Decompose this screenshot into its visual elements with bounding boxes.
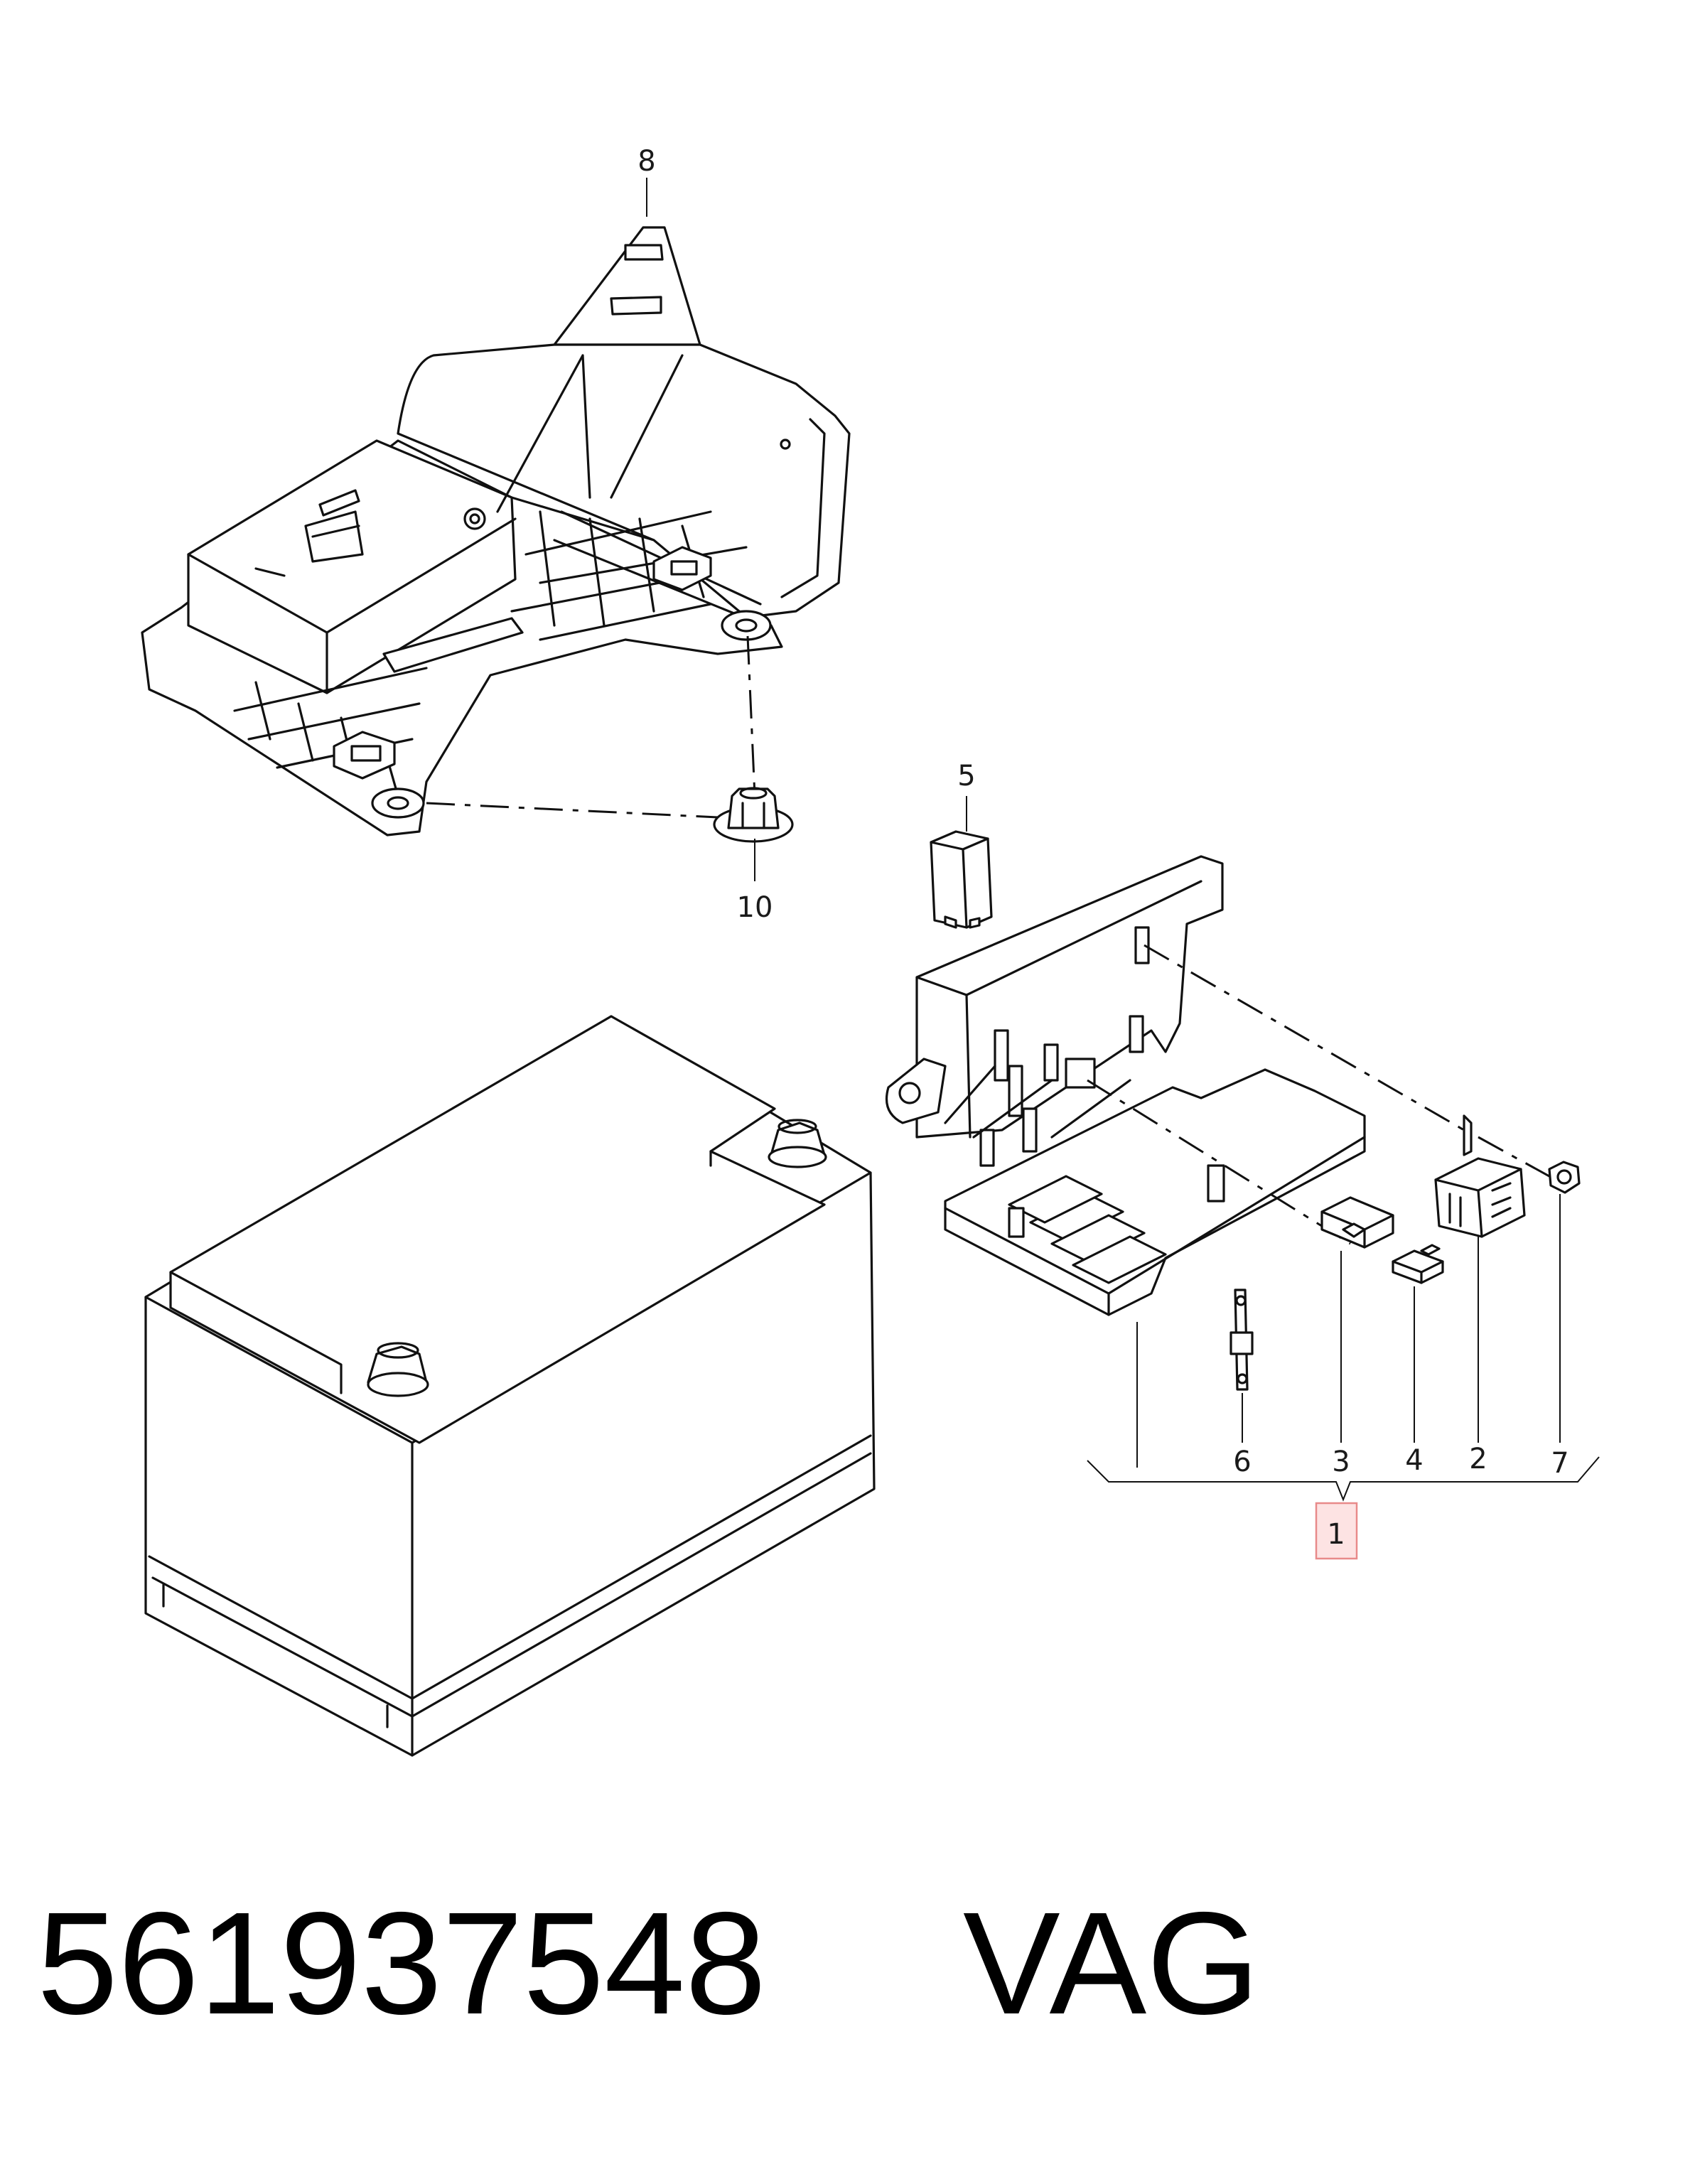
busbar	[1229, 1289, 1254, 1391]
callout-2[interactable]: 2	[1469, 1443, 1487, 1475]
leader-lines	[646, 178, 1600, 1502]
callout-4[interactable]: 4	[1405, 1444, 1423, 1477]
callout-7[interactable]: 7	[1551, 1447, 1568, 1480]
part-number: 561937548	[37, 1882, 767, 2045]
hex-nut	[1548, 1161, 1581, 1194]
blade-fuse	[1392, 1244, 1444, 1284]
callout-5[interactable]: 5	[957, 760, 975, 792]
relay-carrier	[1434, 1157, 1526, 1238]
callout-3[interactable]: 3	[1332, 1446, 1350, 1478]
highlight-box	[1315, 1502, 1358, 1560]
brand-name: VAG	[963, 1882, 1260, 2045]
battery-tray-cover	[141, 226, 851, 837]
callout-8[interactable]: 8	[637, 145, 655, 178]
callout-1[interactable]: 1	[1327, 1518, 1345, 1551]
relay	[930, 830, 993, 929]
callout-6[interactable]: 6	[1233, 1446, 1251, 1478]
battery	[144, 1015, 876, 1757]
callout-10[interactable]: 10	[737, 891, 773, 924]
fuse-box	[885, 855, 1550, 1316]
plastic-nut	[426, 635, 794, 843]
fuse-holder	[1320, 1196, 1394, 1249]
